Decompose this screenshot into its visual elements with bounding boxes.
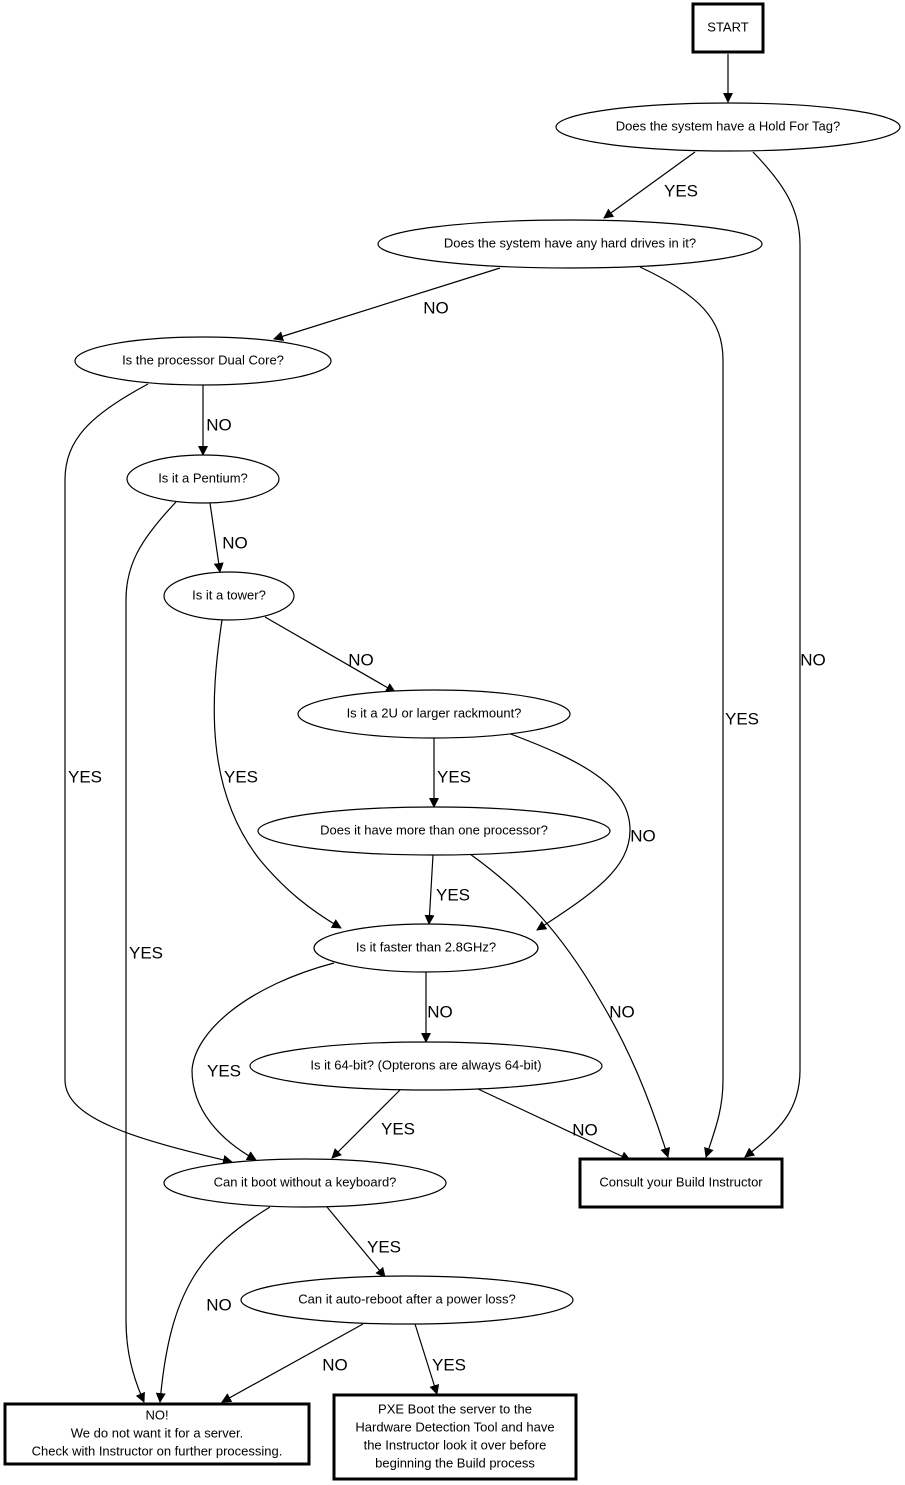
edge-tower-to-rackmount (264, 616, 396, 693)
node-label: START (707, 19, 748, 34)
node-consult: Consult your Build Instructor (578, 1157, 784, 1209)
edge-label-yes: YES (68, 767, 102, 786)
decision-ellipse (126, 454, 280, 504)
decision-ellipse (313, 923, 539, 973)
decision-ellipse (297, 689, 571, 739)
node-label: Hardware Detection Tool and have (355, 1419, 554, 1434)
edge-label-no: NO (630, 826, 656, 845)
edge-label-yes: YES (436, 885, 470, 904)
edge-hold_tag-to-consult (744, 151, 801, 1158)
edge-label-no: NO (322, 1355, 348, 1374)
edge-label-yes: YES (367, 1237, 401, 1256)
node-label: Does the system have any hard drives in … (444, 235, 696, 250)
edge-label-no: NO (222, 533, 248, 552)
edge-label-yes: YES (432, 1355, 466, 1374)
decision-ellipse (555, 102, 901, 152)
decision-ellipse (377, 219, 763, 269)
node-hold-tag: Does the system have a Hold For Tag? (555, 102, 901, 152)
node-no-server: NO! We do not want it for a server. Check … (3, 1402, 311, 1466)
terminal-box (578, 1157, 784, 1209)
edge-label-no: NO (572, 1120, 598, 1139)
node-label: Check with Instructor on further process… (32, 1443, 283, 1458)
node-autoreboot: Can it auto-reboot after a power loss? (240, 1275, 574, 1325)
node-label: the Instructor look it over before (364, 1437, 547, 1452)
edge-label-no: NO (206, 415, 232, 434)
node-start: START (691, 2, 765, 54)
node-bit64: Is it 64-bit? (Opterons are always 64-bi… (249, 1041, 603, 1091)
edge-label-no: NO (427, 1002, 453, 1021)
decision-ellipse (240, 1275, 574, 1325)
edge-label-no: NO (348, 650, 374, 669)
edge-rackmount-to-faster (507, 732, 631, 931)
edge-bit64-to-consult (477, 1088, 631, 1161)
node-keyboard: Can it boot without a keyboard? (163, 1158, 447, 1208)
edge-label-yes: YES (725, 709, 759, 728)
terminal-box (332, 1393, 578, 1481)
edge-bit64-to-keyboard (331, 1089, 401, 1159)
decision-ellipse (249, 1041, 603, 1091)
node-label: Is it a Pentium? (158, 470, 248, 485)
edge-label-yes: YES (207, 1061, 241, 1080)
node-label: Does the system have a Hold For Tag? (616, 118, 841, 133)
edge-pentium-to-no_server (125, 501, 177, 1403)
node-label: NO! (145, 1407, 168, 1422)
decision-ellipse (257, 806, 611, 856)
edge-tower-to-faster (213, 619, 342, 929)
edge-label-yes: YES (437, 767, 471, 786)
edge-hard_drives-to-consult (639, 266, 724, 1158)
edge-keyboard-to-no_server (155, 1206, 271, 1403)
node-label: We do not want it for a server. (71, 1425, 243, 1440)
edge-hard_drives-to-dual_core (273, 267, 501, 342)
edge-autoreboot-to-no_server (221, 1323, 364, 1403)
edge-label-yes: YES (381, 1119, 415, 1138)
node-label: Can it auto-reboot after a power loss? (298, 1291, 516, 1306)
edge-label-yes: YES (224, 767, 258, 786)
edge-faster-to-keyboard (191, 962, 335, 1161)
edge-label-no: NO (609, 1002, 635, 1021)
node-pentium: Is it a Pentium? (126, 454, 280, 504)
node-multi-proc: Does it have more than one processor? (257, 806, 611, 856)
node-label: Is it faster than 2.8GHz? (356, 939, 496, 954)
node-label: Is the processor Dual Core? (122, 352, 284, 367)
decision-ellipse (163, 1158, 447, 1208)
decision-ellipse (163, 571, 295, 621)
edge-multi_proc-to-faster (424, 854, 435, 925)
decision-ellipse (74, 336, 332, 386)
node-label: Consult your Build Instructor (599, 1174, 763, 1189)
node-label: Does it have more than one processor? (320, 822, 548, 837)
node-label: Is it a 2U or larger rackmount? (347, 705, 522, 720)
terminal-box (3, 1402, 311, 1466)
edge-label-yes: YES (129, 943, 163, 962)
node-dual-core: Is the processor Dual Core? (74, 336, 332, 386)
edge-hold_tag-to-hard_drives (603, 151, 696, 219)
edge-dual_core-to-keyboard (64, 383, 233, 1165)
node-label: Can it boot without a keyboard? (214, 1174, 397, 1189)
edge-label-yes: YES (664, 181, 698, 200)
edge-pentium-to-tower (209, 502, 224, 573)
node-label: PXE Boot the server to the (378, 1401, 532, 1416)
node-label: Is it a tower? (192, 587, 266, 602)
edge-multi_proc-to-consult (469, 853, 671, 1158)
edge-keyboard-to-autoreboot (326, 1206, 386, 1278)
edge-label-no: NO (800, 650, 826, 669)
node-label: Is it 64-bit? (Opterons are always 64-bi… (310, 1057, 541, 1072)
node-rackmount: Is it a 2U or larger rackmount? (297, 689, 571, 739)
node-tower: Is it a tower? (163, 571, 295, 621)
node-label: beginning the Build process (375, 1455, 535, 1470)
edge-label-no: NO (423, 298, 449, 317)
node-faster: Is it faster than 2.8GHz? (313, 923, 539, 973)
edge-autoreboot-to-pxe (414, 1323, 440, 1395)
node-hard-drives: Does the system have any hard drives in … (377, 219, 763, 269)
terminal-box (691, 2, 765, 54)
edge-label-no: NO (206, 1295, 232, 1314)
